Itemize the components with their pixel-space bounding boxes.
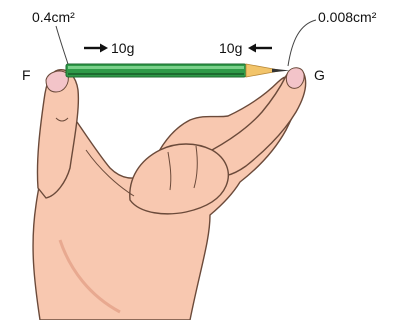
point-g-label: G (314, 67, 325, 83)
left-force-label: 10g (111, 40, 134, 56)
force-arrow-left (84, 44, 108, 53)
right-force-label: 10g (219, 40, 242, 56)
pencil-body (66, 64, 246, 77)
right-area-leader (288, 20, 316, 66)
pencil-lead (272, 69, 290, 73)
pencil-highlight (68, 66, 244, 69)
left-area-leader (56, 26, 68, 64)
pencil-edge (68, 73, 244, 75)
right-area-label: 0.008cm² (318, 9, 377, 25)
point-f-label: F (22, 67, 31, 83)
pencil (66, 64, 290, 77)
force-arrow-right (248, 44, 272, 53)
index-nail (286, 68, 304, 89)
hand (33, 68, 306, 320)
left-area-label: 0.4cm² (32, 9, 75, 25)
